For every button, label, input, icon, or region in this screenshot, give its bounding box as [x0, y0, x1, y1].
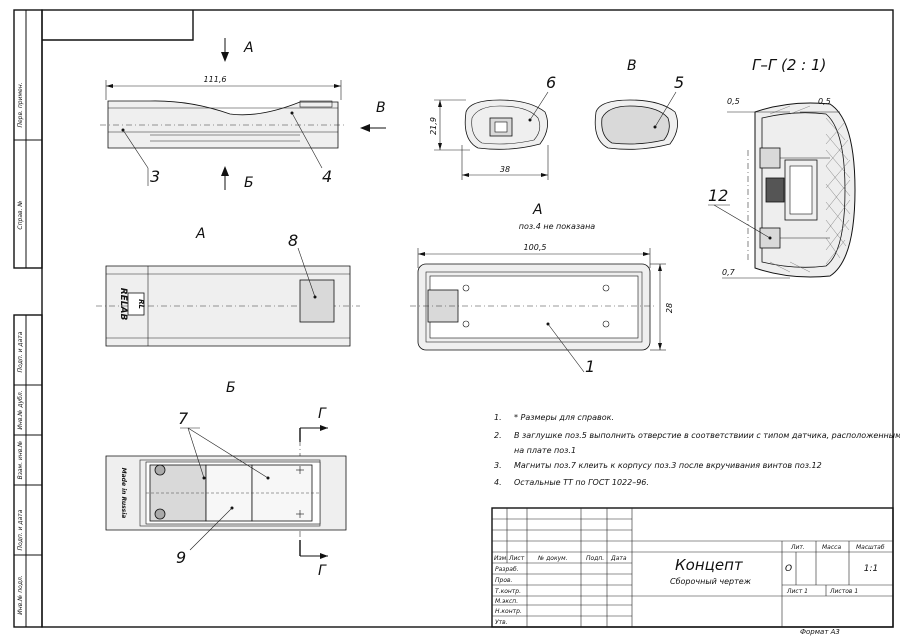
section-title: Г–Г (2 : 1) [752, 56, 826, 74]
view-a-title: А [195, 226, 206, 242]
dim-height-a2: 28 [665, 303, 674, 313]
note-4-num: 4. [494, 478, 502, 487]
tb-utv: Утв. [495, 619, 508, 626]
tb-massa-label: Масса [822, 544, 841, 551]
arrow-a-label: A [243, 40, 254, 56]
tb-lit-value: О [785, 564, 792, 574]
pos-8-label: 8 [288, 231, 298, 250]
side-podp-data-1: Подп. и дата [17, 331, 24, 372]
note-1-num: 1. [494, 413, 502, 422]
tb-tkontr: Т.контр. [495, 588, 521, 595]
dim-height-front: 21,9 [429, 117, 438, 135]
view-b-title: Б [226, 380, 236, 396]
made-in-label: Made in Russia [120, 468, 127, 519]
pos-6-label: 6 [546, 73, 556, 92]
side-vzam-inv: Взам. инв.№ [17, 441, 24, 480]
tb-doc-no: № докум. [537, 555, 568, 562]
title-block: Изм. Лист № докум. Подп. Дата Разраб. Пр… [491, 507, 894, 628]
side-inv-dubl: Инв.№ дубл. [17, 390, 24, 429]
logo-relab: RELAB [118, 288, 128, 321]
logo-rl: RL [137, 299, 145, 309]
view-a2-note: поз.4 не показана [519, 222, 595, 231]
tb-lit-label: Лит. [790, 544, 805, 551]
view-top-side: A Б В 111,6 3 4 [100, 38, 386, 191]
dim-sec-bottom: 0,7 [722, 268, 736, 277]
view-a: А 8 RL RELAB [96, 226, 360, 347]
pos-4-label: 4 [322, 167, 332, 186]
arrow-v-label: В [376, 100, 386, 116]
tb-razrab: Разраб. [495, 566, 519, 573]
tb-izm: Изм. [494, 555, 508, 562]
view-a2-title: А [532, 202, 543, 218]
view-v-title: В [627, 58, 637, 74]
tb-name: Концепт [675, 556, 744, 574]
dim-sec-right: 0,5 [818, 97, 831, 106]
dim-width-front: 38 [500, 165, 510, 174]
pos-5-label: 5 [674, 73, 684, 92]
pos-9-label: 9 [176, 548, 186, 567]
tb-sheet: Лист 1 [786, 588, 808, 595]
tb-nkontr: Н.контр. [495, 608, 522, 615]
tb-masshtab-label: Масштаб [856, 544, 885, 551]
note-3-text: Магниты поз.7 клеить к корпусу поз.3 пос… [514, 461, 822, 470]
side-perv-primen: Перв. примен. [17, 82, 24, 127]
tb-prov: Пров. [495, 577, 513, 584]
tb-data: Дата [610, 555, 627, 562]
tb-podp: Подп. [586, 555, 604, 562]
section-g-g: Г–Г (2 : 1) [708, 56, 856, 279]
tb-list: Лист [508, 555, 525, 562]
note-2-num: 2. [494, 431, 502, 440]
side-inv-podl: Инв.№ подл. [17, 575, 24, 615]
view-a2: А поз.4 не показана 100,5 28 1 [410, 202, 674, 376]
arrow-b-label: Б [244, 175, 254, 191]
note-2-text: В заглушке поз.5 выполнить отверстие в с… [514, 431, 900, 440]
view-front-cap: 21,9 38 6 [429, 73, 556, 180]
dim-sec-left: 0,5 [727, 97, 740, 106]
pos-1-label: 1 [585, 357, 595, 376]
tb-mexp: М.эксп. [495, 598, 518, 605]
tb-sheets: Листов 1 [829, 588, 858, 595]
note-4-text: Остальные ТТ по ГОСТ 1022–96. [514, 478, 649, 487]
pos-3-label: 3 [150, 167, 160, 186]
note-1-text: * Размеры для справок. [514, 413, 614, 422]
logo-rl-box [127, 292, 145, 316]
section-g-top: Г [318, 406, 327, 422]
tb-masshtab-value: 1:1 [864, 564, 878, 574]
pos-12-label: 12 [708, 186, 728, 205]
view-b: Б Г Г Made in Russia 7 [105, 380, 347, 579]
note-3-num: 3. [494, 461, 502, 470]
side-strip: Перв. примен. Справ. № Подп. и дата Инв.… [13, 9, 43, 628]
note-2b-text: на плате поз.1 [514, 446, 576, 455]
pos-7-label: 7 [178, 409, 189, 428]
tb-doc-type: Сборочный чертеж [670, 577, 752, 586]
view-v-cap: В 5 [594, 58, 684, 150]
side-sprav-no: Справ. № [17, 200, 24, 229]
dim-len-top: 111,6 [204, 75, 227, 84]
side-podp-data-2: Подп. и дата [17, 509, 24, 550]
top-left-stamp [42, 10, 194, 41]
technical-notes: 1. * Размеры для справок. 2. В заглушке … [494, 413, 900, 487]
section-g-bottom: Г [318, 563, 327, 579]
format-label: Формат А3 [800, 628, 840, 636]
dim-len-a2: 100,5 [524, 243, 547, 252]
